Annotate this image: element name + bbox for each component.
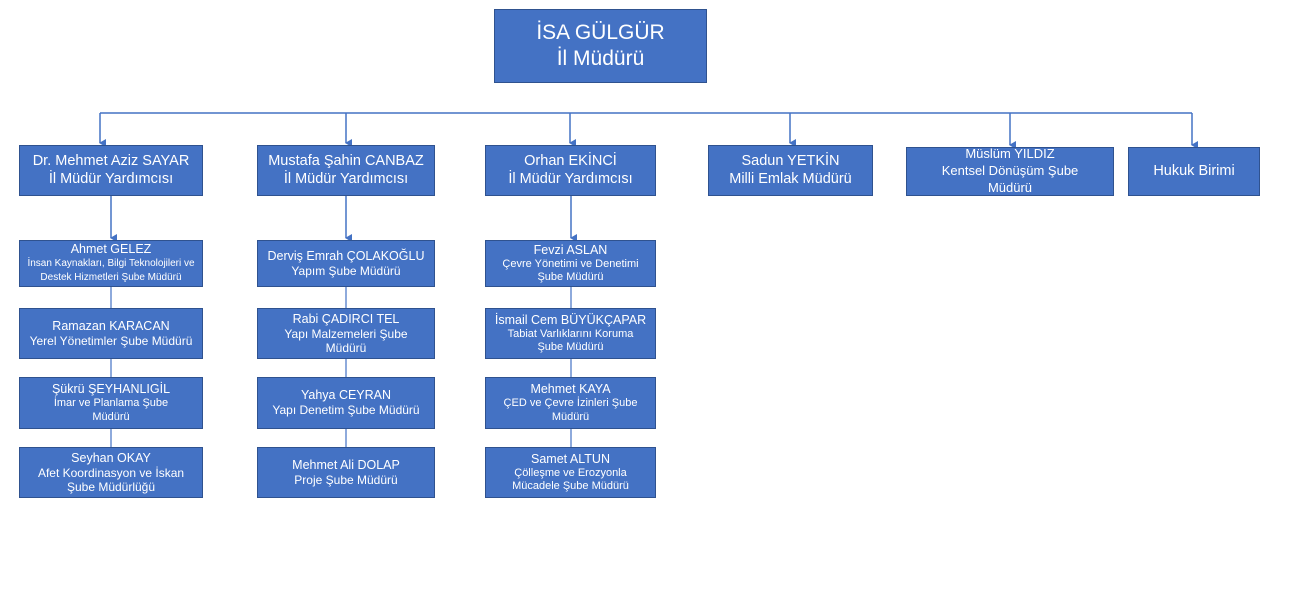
node-branch-2-2[interactable]: Rabi ÇADIRCI TEL Yapı Malzemeleri Şube M… (257, 308, 435, 359)
node-title: Afet Koordinasyon ve İskan Şube Müdürlüğ… (37, 465, 185, 494)
node-name: Samet ALTUN (531, 451, 610, 466)
node-deputy-1[interactable]: Dr. Mehmet Aziz SAYAR İl Müdür Yardımcıs… (19, 145, 203, 196)
node-title: Hukuk Birimi (1153, 162, 1235, 179)
node-name: Şükrü ŞEYHANLIGİL (51, 382, 171, 397)
node-branch-3-4[interactable]: Samet ALTUN Çölleşme ve Erozyonla Mücade… (485, 447, 656, 498)
node-national-property[interactable]: Sadun YETKİN Milli Emlak Müdürü (708, 145, 873, 196)
node-title: Yapı Malzemeleri Şube Müdürü (284, 326, 408, 355)
node-deputy-3[interactable]: Orhan EKİNCİ İl Müdür Yardımcısı (485, 145, 656, 196)
node-title: İl Müdür Yardımcısı (48, 170, 174, 187)
node-name: Sadun YETKİN (741, 153, 840, 170)
node-title: Tabiat Varlıklarını Koruma Şube Müdürü (507, 327, 634, 353)
node-name: İsmail Cem BÜYÜKÇAPAR (494, 312, 647, 327)
node-name: Ramazan KARACAN (52, 318, 170, 333)
node-branch-1-3[interactable]: Şükrü ŞEYHANLIGİL İmar ve Planlama Şube … (19, 377, 203, 429)
node-name: Rabi ÇADIRCI TEL (292, 311, 400, 326)
node-urban-transformation[interactable]: Müslüm YILDIZ Kentsel Dönüşüm Şube Müdür… (906, 146, 1114, 196)
node-branch-3-3[interactable]: Mehmet KAYA ÇED ve Çevre İzinleri Şube M… (485, 377, 656, 429)
node-title: İnsan Kaynakları, Bilgi Teknolojileri ve… (27, 258, 195, 283)
node-branch-3-2[interactable]: İsmail Cem BÜYÜKÇAPAR Tabiat Varlıkların… (485, 308, 656, 359)
node-branch-2-1[interactable]: Derviş Emrah ÇOLAKOĞLU Yapım Şube Müdürü (257, 240, 435, 287)
node-name: Fevzi ASLAN (533, 242, 608, 257)
node-title: İl Müdür Yardımcısı (283, 170, 409, 187)
node-name: Derviş Emrah ÇOLAKOĞLU (267, 248, 425, 263)
node-branch-1-1[interactable]: Ahmet GELEZ İnsan Kaynakları, Bilgi Tekn… (19, 240, 203, 287)
node-root[interactable]: İSA GÜLGÜR İl Müdürü (494, 9, 707, 83)
node-name: Müslüm YILDIZ (965, 146, 1055, 162)
node-name: Orhan EKİNCİ (524, 153, 617, 170)
node-branch-2-4[interactable]: Mehmet Ali DOLAP Proje Şube Müdürü (257, 447, 435, 498)
node-name: Mehmet Ali DOLAP (292, 457, 400, 472)
node-name: Yahya CEYRAN (300, 388, 392, 403)
node-name: Ahmet GELEZ (70, 242, 152, 256)
node-title: İl Müdür Yardımcısı (508, 170, 633, 187)
node-deputy-2[interactable]: Mustafa Şahin CANBAZ İl Müdür Yardımcısı (257, 145, 435, 196)
node-name: Dr. Mehmet Aziz SAYAR (32, 153, 190, 170)
node-title: Yerel Yönetimler Şube Müdürü (29, 333, 193, 348)
node-name: Mehmet KAYA (530, 382, 611, 397)
node-title: Yapı Denetim Şube Müdürü (272, 403, 420, 418)
node-title: Milli Emlak Müdürü (729, 170, 852, 187)
node-branch-1-2[interactable]: Ramazan KARACAN Yerel Yönetimler Şube Mü… (19, 308, 203, 359)
node-title: Yapım Şube Müdürü (291, 263, 401, 278)
node-title: İl Müdürü (556, 47, 645, 70)
node-name: Mustafa Şahin CANBAZ (268, 153, 424, 170)
node-branch-2-3[interactable]: Yahya CEYRAN Yapı Denetim Şube Müdürü (257, 377, 435, 429)
node-title: Proje Şube Müdürü (294, 472, 398, 487)
node-branch-1-4[interactable]: Seyhan OKAY Afet Koordinasyon ve İskan Ş… (19, 447, 203, 498)
node-title: ÇED ve Çevre İzinleri Şube Müdürü (503, 397, 638, 423)
node-title: İmar ve Planlama Şube Müdürü (53, 397, 169, 423)
node-title: Kentsel Dönüşüm Şube Müdürü (941, 163, 1079, 195)
node-name: Seyhan OKAY (71, 450, 151, 465)
node-name: İSA GÜLGÜR (536, 20, 665, 44)
node-title: Çevre Yönetimi ve Denetimi Şube Müdürü (502, 257, 639, 283)
node-legal-unit[interactable]: Hukuk Birimi (1128, 147, 1260, 196)
node-title: Çölleşme ve Erozyonla Mücadele Şube Müdü… (512, 466, 629, 492)
node-branch-3-1[interactable]: Fevzi ASLAN Çevre Yönetimi ve Denetimi Ş… (485, 240, 656, 287)
